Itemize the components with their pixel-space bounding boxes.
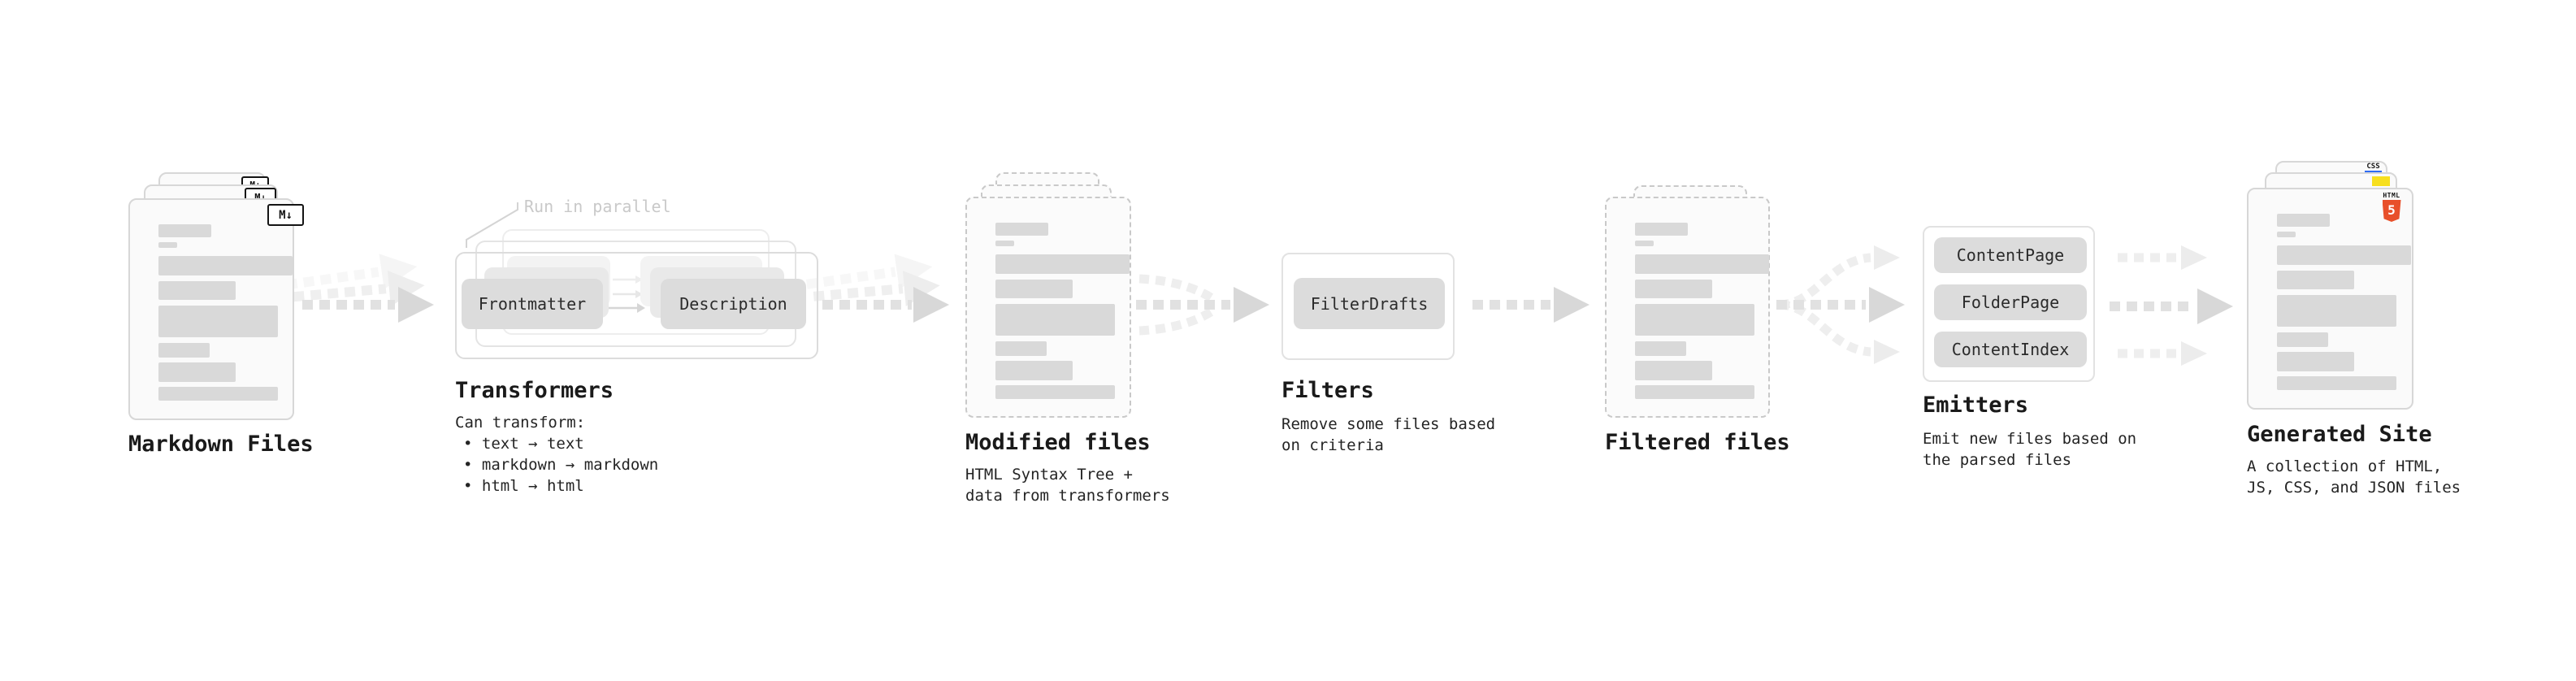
annotation-leader-line	[466, 202, 518, 248]
stage-description-emitters: Emit new files based on the parsed files	[1923, 428, 2136, 471]
stage-label-filtered-files: Filtered files	[1605, 430, 1790, 455]
description-line: JS, CSS, and JSON files	[2247, 479, 2461, 497]
text-line-placeholder	[1635, 361, 1712, 380]
text-line-placeholder	[2277, 214, 2330, 227]
stage-label-filters: Filters	[1281, 378, 1374, 403]
text-line-placeholder	[158, 242, 177, 248]
text-line-placeholder	[158, 256, 293, 275]
js-icon	[2372, 176, 2390, 186]
text-line-placeholder	[2277, 271, 2354, 289]
text-line-placeholder	[2277, 232, 2296, 237]
emitter-node-contentpage: ContentPage	[1934, 237, 2087, 273]
markdown-icon: M↓	[267, 204, 304, 226]
stage-description-transformers: Can transform: • text → text • markdown …	[455, 412, 658, 497]
text-line-placeholder	[1635, 223, 1688, 236]
description-line: A collection of HTML,	[2247, 458, 2443, 475]
text-line-placeholder	[1635, 304, 1754, 336]
run-in-parallel-label: Run in parallel	[524, 197, 671, 216]
text-line-placeholder	[1635, 341, 1686, 356]
text-line-placeholder	[158, 306, 278, 337]
text-line-placeholder	[158, 387, 278, 401]
emitter-node-folderpage: FolderPage	[1934, 284, 2087, 320]
flow-arrow-modified-to-filters-fan-in	[1136, 274, 1269, 336]
text-line-placeholder	[995, 254, 1130, 274]
text-line-placeholder	[1635, 385, 1754, 399]
text-line-placeholder	[995, 280, 1073, 298]
flow-arrow-filtered-to-emitters-fan-out	[1776, 245, 1905, 364]
transformer-node-frontmatter: Frontmatter	[462, 279, 603, 329]
transformer-parallel-arrows	[606, 275, 645, 313]
description-line: • markdown → markdown	[463, 456, 659, 474]
file-card	[965, 197, 1131, 418]
stage-label-markdown-files: Markdown Files	[128, 432, 314, 457]
html5-icon-title: HTML	[2383, 192, 2400, 199]
flow-arrow-markdown-to-transformers	[285, 254, 434, 323]
transformer-sheet-outline	[455, 252, 818, 359]
text-line-placeholder	[1635, 280, 1712, 298]
text-line-placeholder	[995, 304, 1115, 336]
description-line: • text → text	[463, 435, 584, 453]
text-line-placeholder	[1635, 241, 1654, 246]
description-line: on criteria	[1281, 436, 1384, 454]
description-line: data from transformers	[965, 487, 1170, 505]
text-line-placeholder	[995, 241, 1014, 246]
emitter-node-contentindex: ContentIndex	[1934, 332, 2087, 367]
file-card	[128, 198, 294, 420]
text-line-placeholder	[2277, 332, 2328, 347]
stage-description-modified-files: HTML Syntax Tree + data from transformer…	[965, 464, 1170, 506]
html5-icon-shield: 5	[2382, 200, 2401, 222]
flow-arrow-filters-to-filtered	[1472, 287, 1589, 323]
text-line-placeholder	[158, 281, 236, 300]
text-line-placeholder	[995, 361, 1073, 380]
text-line-placeholder	[2277, 352, 2354, 371]
stage-label-generated-site: Generated Site	[2247, 422, 2432, 447]
stage-label-emitters: Emitters	[1923, 393, 2029, 418]
text-line-placeholder	[2277, 376, 2396, 390]
file-card	[2247, 188, 2413, 410]
stage-description-filters: Remove some files based on criteria	[1281, 414, 1495, 456]
text-line-placeholder	[1635, 254, 1769, 274]
text-line-placeholder	[158, 343, 210, 358]
stage-label-transformers: Transformers	[455, 378, 614, 403]
flow-arrow-transformers-to-modified	[805, 254, 949, 323]
text-line-placeholder	[2277, 245, 2411, 265]
text-line-placeholder	[995, 223, 1048, 236]
stage-description-generated-site: A collection of HTML, JS, CSS, and JSON …	[2247, 456, 2461, 498]
description-line: Can transform:	[455, 414, 586, 432]
description-line: HTML Syntax Tree +	[965, 466, 1133, 484]
text-line-placeholder	[2277, 295, 2396, 327]
stage-label-modified-files: Modified files	[965, 430, 1151, 455]
file-card	[1605, 197, 1770, 418]
html5-icon: HTML 5	[2382, 192, 2401, 222]
text-line-placeholder	[158, 362, 236, 382]
filter-node-filterdrafts: FilterDrafts	[1294, 278, 1445, 329]
text-line-placeholder	[158, 224, 211, 237]
flow-arrow-emitters-to-site	[2110, 245, 2233, 366]
transformer-node-description: Description	[661, 279, 806, 329]
description-line: Emit new files based on	[1923, 430, 2137, 448]
text-line-placeholder	[995, 385, 1115, 399]
description-line: Remove some files based	[1281, 415, 1496, 433]
description-line: • html → html	[463, 477, 584, 495]
description-line: the parsed files	[1923, 451, 2072, 469]
text-line-placeholder	[995, 341, 1047, 356]
